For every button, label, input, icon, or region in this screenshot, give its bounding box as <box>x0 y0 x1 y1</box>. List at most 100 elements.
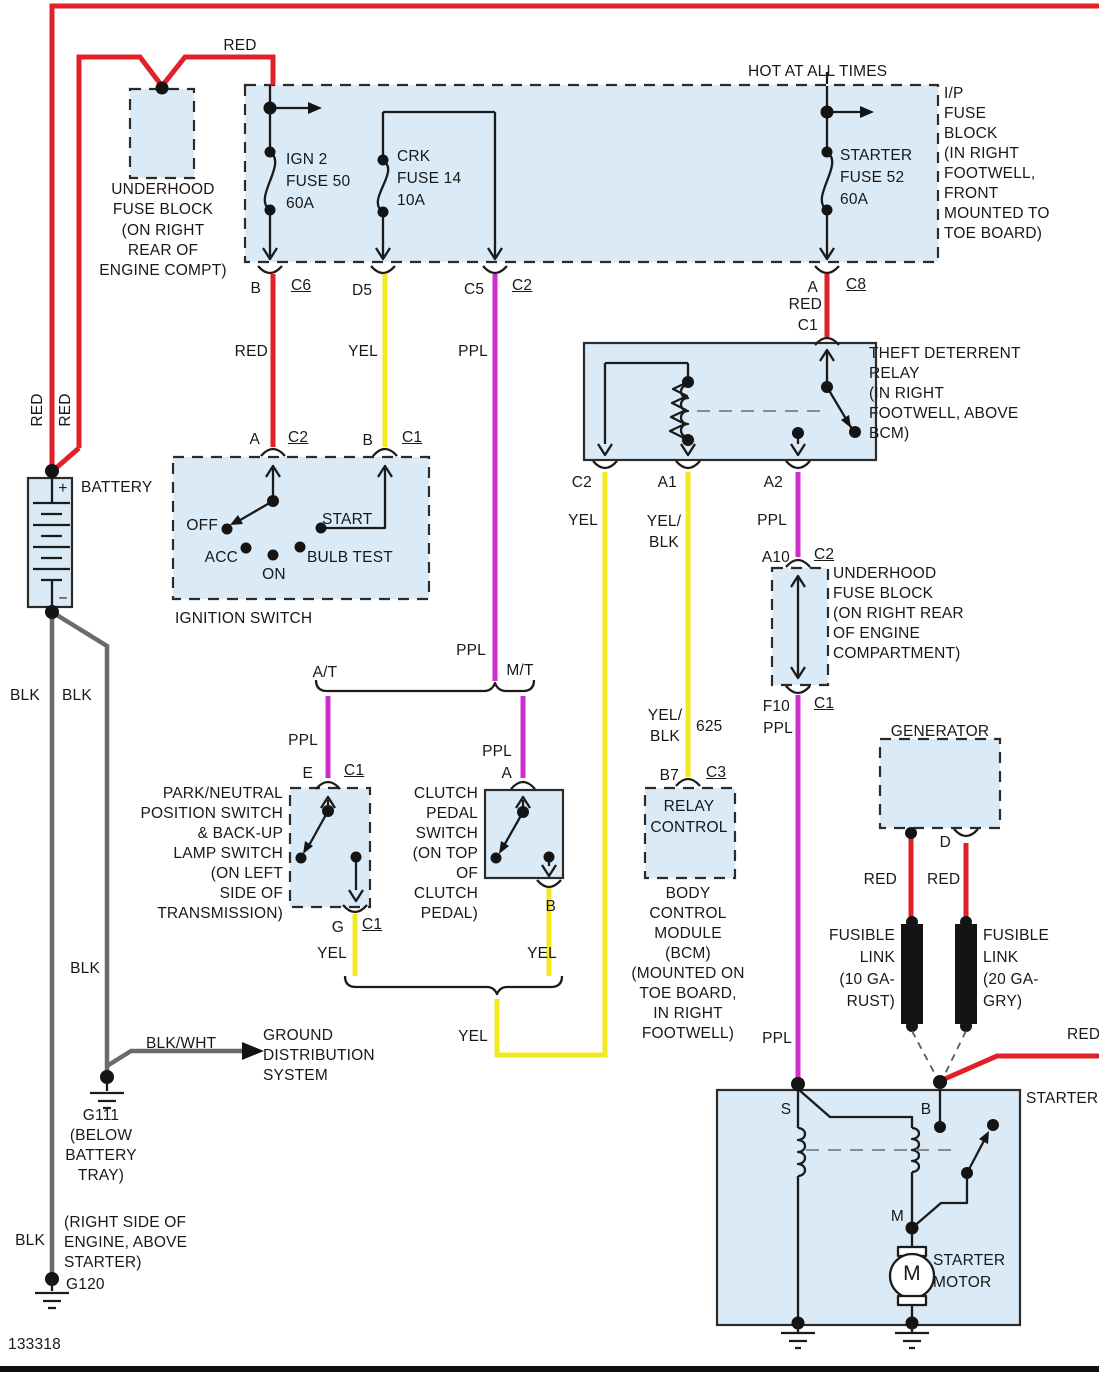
label-at: A/T <box>312 664 338 681</box>
starter-motor-bottom <box>896 1294 928 1307</box>
label-yelblk-a1: YEL/ BLK <box>646 513 682 551</box>
label-on: ON <box>262 566 286 583</box>
pin-c2-relay: C2 <box>571 474 592 491</box>
pin-e: E <box>302 765 313 782</box>
pin-m-starter: M <box>890 1208 904 1225</box>
connector-symbols <box>257 265 979 914</box>
label-battery: BATTERY <box>81 479 153 496</box>
label-blk-2: BLK <box>62 687 92 704</box>
underhood-fuse-block-2-box <box>770 566 830 687</box>
label-ppl-ign: PPL <box>458 343 488 360</box>
label-start: START <box>322 511 373 528</box>
fuse-crk-symbol <box>376 159 390 213</box>
bcm-relay-control-box <box>643 786 737 880</box>
label-clutch-switch: CLUTCH PEDAL SWITCH (ON TOP OF CLUTCH PE… <box>412 785 478 922</box>
label-yel-b: YEL <box>527 945 557 962</box>
ign-pos-acc <box>240 542 252 554</box>
ign-pos-off <box>221 523 233 535</box>
ignition-switch-internals <box>221 464 393 561</box>
pin-c2-ign: C2 <box>288 429 309 446</box>
label-theft-deterrent-relay: THEFT DETERRENT RELAY (IN RIGHT FOOTWELL… <box>869 345 1021 442</box>
label-off: OFF <box>186 517 218 534</box>
label-ppl-f10: PPL <box>763 720 793 737</box>
ign-pos-start <box>315 522 327 534</box>
pin-f10: F10 <box>762 698 790 715</box>
label-ppl-split: PPL <box>456 642 486 659</box>
label-starter: STARTER <box>1026 1090 1099 1107</box>
label-625: 625 <box>696 718 723 735</box>
ignition-switch-box <box>171 455 431 601</box>
label-yelblk-625: YEL/ BLK <box>647 707 683 745</box>
ground-g111-symbol <box>90 1070 124 1110</box>
starter-box <box>715 1088 1022 1327</box>
label-underhood-fuse-block-1: UNDERHOOD FUSE BLOCK <box>111 181 215 218</box>
pin-g: G <box>331 919 344 936</box>
underhood-fuse-block-1-box <box>128 87 196 180</box>
label-fusible-link-2: FUSIBLE LINK (20 GA- GRY) <box>983 927 1050 1010</box>
label-blk-1: BLK <box>10 687 40 704</box>
relay-coil <box>679 383 690 439</box>
pn-switch-internals <box>295 795 364 903</box>
pin-c1-relay: C1 <box>797 317 818 334</box>
pin-c1-g: C1 <box>362 916 383 933</box>
pin-s-starter: S <box>780 1101 792 1118</box>
ign-pos-bulb-test <box>294 541 306 553</box>
label-pn-switch: PARK/NEUTRAL POSITION SWITCH & BACK-UP L… <box>140 785 283 922</box>
label-red-vert-1: RED <box>29 393 46 427</box>
fuse-ign2-symbol <box>263 151 277 211</box>
yel-merge-brace <box>343 975 564 996</box>
ufb2-internals <box>790 574 806 680</box>
label-fuse-ign2: IGN 2 FUSE 50 60A <box>286 151 351 212</box>
label-red-vert-2: RED <box>57 393 74 427</box>
label-yel-ign: YEL <box>348 343 378 360</box>
theft-deterrent-relay-box <box>582 341 878 462</box>
label-bulb-test: BULB TEST <box>307 549 393 566</box>
label-red-fl2: RED <box>927 871 961 888</box>
label-underhood-fuse-block-2: UNDERHOOD FUSE BLOCK (ON RIGHT REAR OF E… <box>833 565 964 662</box>
ign-pos-on <box>267 549 279 561</box>
pin-c5: C5 <box>464 281 485 298</box>
label-starter-motor: STARTER MOTOR <box>933 1252 1006 1291</box>
at-mt-split-brace <box>314 679 536 693</box>
label-blkwht: BLK/WHT <box>146 1035 217 1052</box>
clutch-switch-internals <box>490 795 557 878</box>
label-red-top: RED <box>223 37 257 54</box>
pin-b-clutch: B <box>545 898 556 915</box>
pin-c1-ufb2: C1 <box>814 695 835 712</box>
junction-dots <box>45 81 947 1091</box>
label-red-c8: RED <box>788 296 822 313</box>
label-relay-control: RELAY CONTROL <box>650 798 728 836</box>
label-blk-4: BLK <box>15 1232 45 1249</box>
label-blk-3: BLK <box>70 960 100 977</box>
pin-c8: C8 <box>846 276 867 293</box>
figure-number: 133318 <box>8 1336 61 1353</box>
label-g120: G120 <box>66 1276 105 1293</box>
theft-relay-internals <box>597 348 861 457</box>
pin-c3: C3 <box>706 764 727 781</box>
pin-a-clutch: A <box>501 765 512 782</box>
wire-braces <box>314 679 564 996</box>
pin-c2-ipfb: C2 <box>512 277 533 294</box>
pin-a2-relay: A2 <box>763 474 783 491</box>
label-hot-at-all-times: HOT AT ALL TIMES <box>748 63 888 80</box>
label-ip-fuse-block: I/P FUSE BLOCK (IN RIGHT FOOTWELL, FRONT… <box>944 85 1050 242</box>
purple-wires <box>325 274 801 1086</box>
label-bcm: BODY CONTROL MODULE (BCM) (MOUNTED ON TO… <box>631 885 745 1042</box>
starter-ground-symbols <box>781 1323 929 1350</box>
label-g111: G111 (BELOW BATTERY TRAY) <box>65 1107 137 1184</box>
pin-d5: D5 <box>352 282 373 299</box>
label-ground-distribution: GROUND DISTRIBUTION SYSTEM <box>263 1027 375 1084</box>
pin-a-c8: A <box>807 279 818 296</box>
label-red-ign: RED <box>234 343 268 360</box>
pin-b-ign: B <box>362 432 373 449</box>
label-yel-c2: YEL <box>568 512 598 529</box>
label-engine-loc: (RIGHT SIDE OF ENGINE, ABOVE STARTER) <box>64 1214 188 1271</box>
label-acc: ACC <box>204 549 238 566</box>
fusible-link-2 <box>955 924 977 1024</box>
label-yel-merge: YEL <box>458 1028 488 1045</box>
pin-a10: A10 <box>761 549 790 566</box>
pin-b-c6: B <box>250 280 261 297</box>
label-ignition-switch: IGNITION SWITCH <box>175 610 313 627</box>
pin-d-gen: D <box>939 834 951 851</box>
